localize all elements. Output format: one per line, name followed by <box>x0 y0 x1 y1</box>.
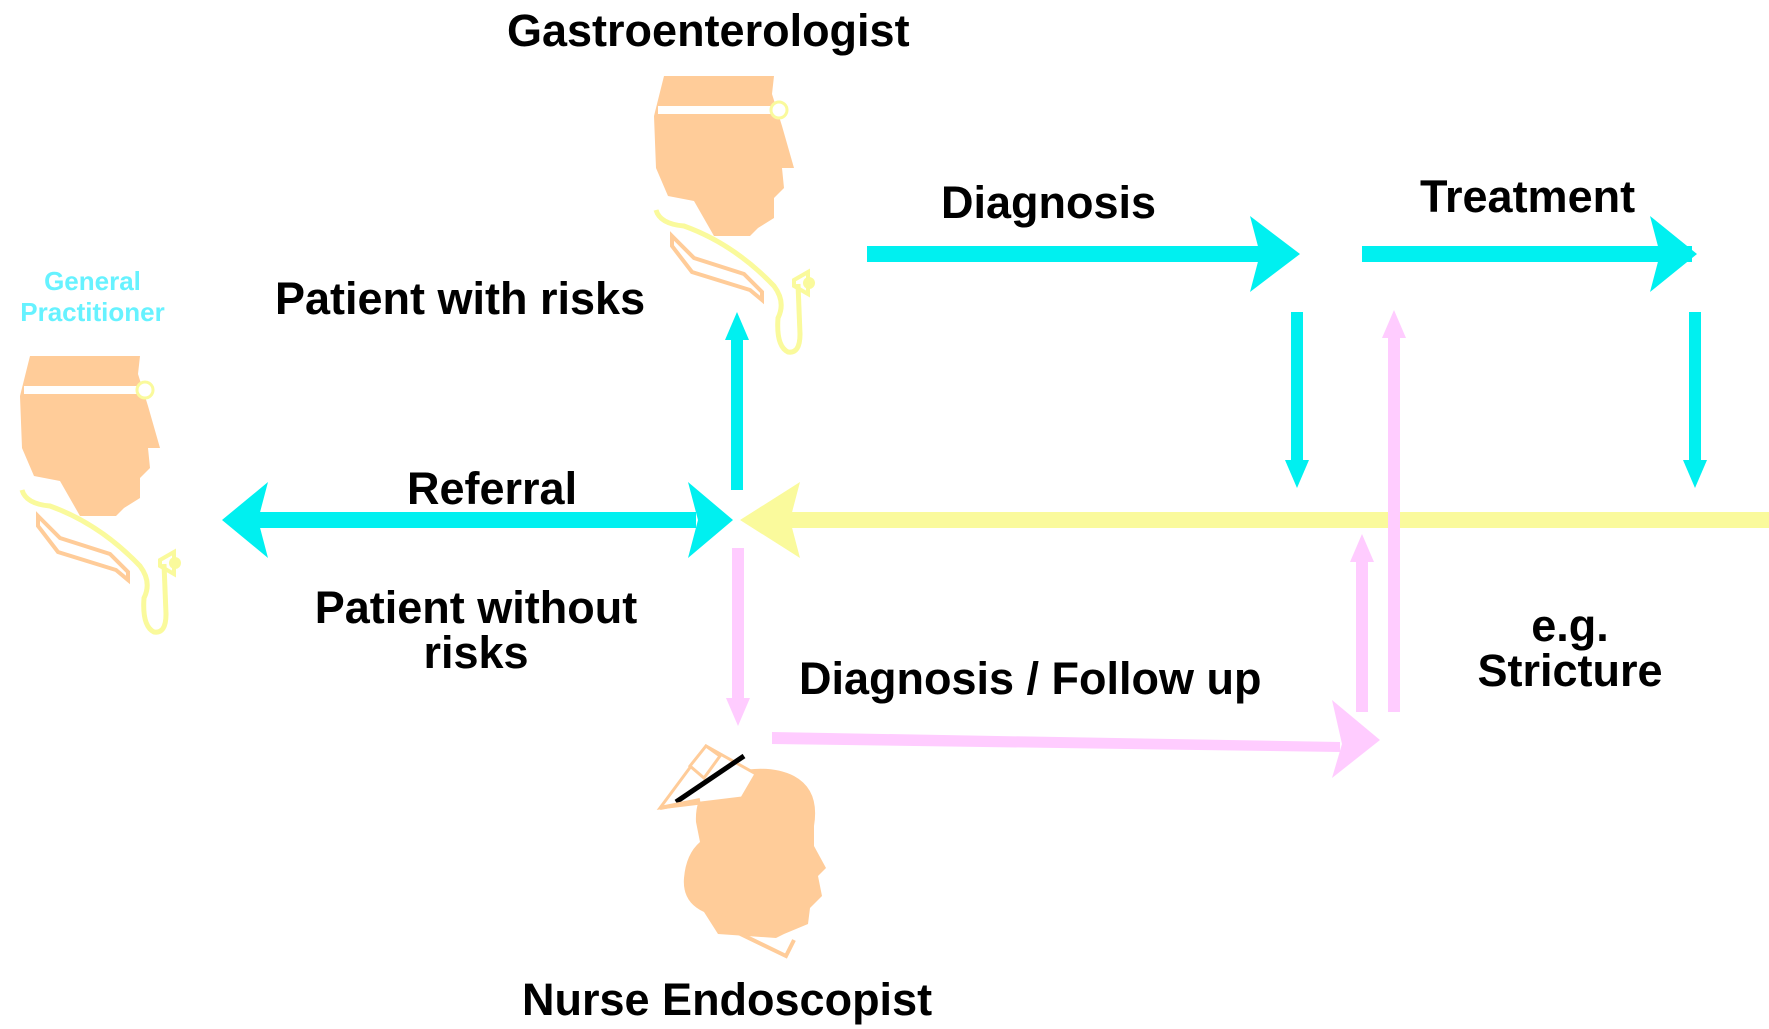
general-practitioner-line-1: General <box>44 266 141 296</box>
pink-up-arrow-short <box>1350 534 1374 712</box>
general-practitioner-line-2: Practitioner <box>20 297 165 328</box>
patient-with-risks-label: Patient with risks <box>275 273 646 324</box>
treatment-down-arrow <box>1683 312 1707 488</box>
diagnosis-follow-up-label: Diagnosis / Follow up <box>799 653 1262 704</box>
patient-without-risks-line-2: risks <box>423 627 529 678</box>
up-arrow-to-gastroenterologist <box>725 312 749 490</box>
referral-label: Referral <box>407 463 578 514</box>
patient-without-risks-label: Patient without risks <box>296 585 656 675</box>
nurse-endoscopist-title: Nurse Endoscopist <box>522 974 933 1025</box>
referral-double-arrow <box>222 482 733 558</box>
gastroenterologist-doctor-icon <box>654 76 815 352</box>
diagnosis-label: Diagnosis <box>941 177 1157 228</box>
yellow-return-arrow <box>740 482 1769 558</box>
treatment-label: Treatment <box>1420 171 1636 222</box>
treatment-arrow <box>1362 216 1697 292</box>
diagnosis-down-arrow <box>1285 312 1309 488</box>
gastroenterologist-title: Gastroenterologist <box>507 5 910 56</box>
down-arrow-to-nurse <box>726 548 750 726</box>
pink-up-arrow-long <box>1382 310 1406 712</box>
general-practitioner-title: General Practitioner <box>10 266 175 328</box>
example-stricture: Stricture <box>1477 645 1663 696</box>
patient-without-risks-line-1: Patient without <box>314 582 638 633</box>
example-prefix: e.g. <box>1531 600 1609 651</box>
nurse-endoscopist-icon <box>660 746 826 956</box>
diagnosis-follow-up-arrow <box>772 700 1380 778</box>
example-stricture-label: e.g. Stricture <box>1460 603 1680 693</box>
diagnosis-arrow <box>867 216 1300 292</box>
general-practitioner-doctor-icon <box>20 356 181 632</box>
